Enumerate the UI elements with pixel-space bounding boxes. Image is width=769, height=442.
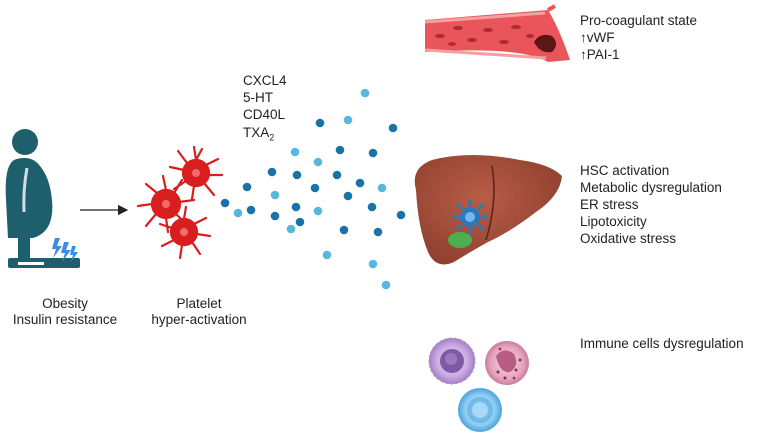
mediator-dot: [270, 211, 280, 221]
mediator-dot: [295, 217, 305, 227]
mediator-dot: [242, 182, 252, 192]
mediator-dot: [233, 208, 243, 218]
mediator-dot: [267, 167, 277, 177]
mediator-txa-subscript: 2: [269, 132, 275, 143]
mediator-dot: [339, 225, 349, 235]
mediator-dot: [355, 178, 365, 188]
mediator-dot: [322, 250, 332, 260]
insulin-resistance-text: Insulin resistance: [12, 312, 118, 327]
mediator-cd40l: CD40L: [243, 107, 286, 123]
mediator-dot: [332, 170, 342, 180]
mediator-dot: [335, 145, 345, 155]
liver-icon: [414, 155, 562, 265]
blood-vessel-icon: [424, 4, 570, 62]
mediator-dot: [270, 190, 280, 200]
hepatic-stellate-cell-icon: [452, 199, 488, 235]
platelet-icon: [136, 145, 224, 260]
mediator-dot: [368, 259, 378, 269]
platelet-label: Platelet hyper-activation: [140, 296, 258, 328]
mediator-dot: [290, 147, 300, 157]
procoagulant-state-text: Pro-coagulant state: [580, 13, 698, 28]
liver-effect-item: Oxidative stress: [580, 231, 677, 246]
mediator-txa2: TXA2: [243, 124, 287, 147]
immune-dysregulation-label: Immune cells dysregulation: [580, 336, 744, 351]
mediator-list: CXCL4 5-HT CD40L TXA2: [243, 72, 287, 147]
mediator-dot: [292, 170, 302, 180]
mediator-dot: [246, 205, 256, 215]
gallbladder-icon: [448, 232, 472, 248]
mediator-cxcl4: CXCL4: [243, 73, 287, 88]
pai1-text: ↑PAI-1: [580, 47, 620, 62]
mediator-dot: [368, 148, 378, 158]
mediator-dots: [220, 88, 406, 290]
mediator-dot: [313, 157, 323, 167]
hyper-activation-text: hyper-activation: [151, 312, 247, 327]
platelet-text: Platelet: [176, 296, 222, 311]
mediator-dot: [343, 115, 353, 125]
liver-effect-item: HSC activation: [580, 163, 670, 178]
mediator-dot: [315, 118, 325, 128]
lightning-icon: [52, 238, 78, 262]
mediator-5ht: 5-HT: [243, 90, 273, 106]
immune-cell-icon: [458, 388, 502, 432]
liver-effect-item: Metabolic dysregulation: [580, 180, 722, 195]
mediator-dot: [388, 123, 398, 133]
mediator-dot: [291, 202, 301, 212]
mediator-dot: [310, 183, 320, 193]
immune-cell-icon: [485, 341, 529, 385]
mediator-dot: [286, 224, 296, 234]
immune-cell-icon: [428, 337, 476, 385]
vwf-text: ↑vWF: [580, 30, 615, 45]
obesity-text: Obesity: [42, 296, 88, 311]
mediator-dot: [381, 280, 391, 290]
mediator-txa: TXA: [243, 124, 270, 140]
mediator-dot: [377, 183, 387, 193]
clot-icon: [534, 34, 556, 53]
mediator-dot: [220, 198, 230, 208]
liver-effect-item: Lipotoxicity: [580, 214, 647, 229]
liver-effects-list: HSC activation Metabolic dysregulation E…: [580, 162, 722, 247]
mediator-dot: [373, 227, 383, 237]
mediator-dot: [367, 202, 377, 212]
person-on-scale-icon: [5, 129, 80, 268]
mediator-dot: [343, 191, 353, 201]
mediator-dot: [313, 206, 323, 216]
mediator-dot: [360, 88, 370, 98]
obesity-label: Obesity Insulin resistance: [0, 296, 130, 328]
mediator-dot: [396, 210, 406, 220]
procoagulant-list: Pro-coagulant state ↑vWF ↑PAI-1: [580, 12, 697, 63]
liver-effect-item: ER stress: [580, 197, 639, 212]
